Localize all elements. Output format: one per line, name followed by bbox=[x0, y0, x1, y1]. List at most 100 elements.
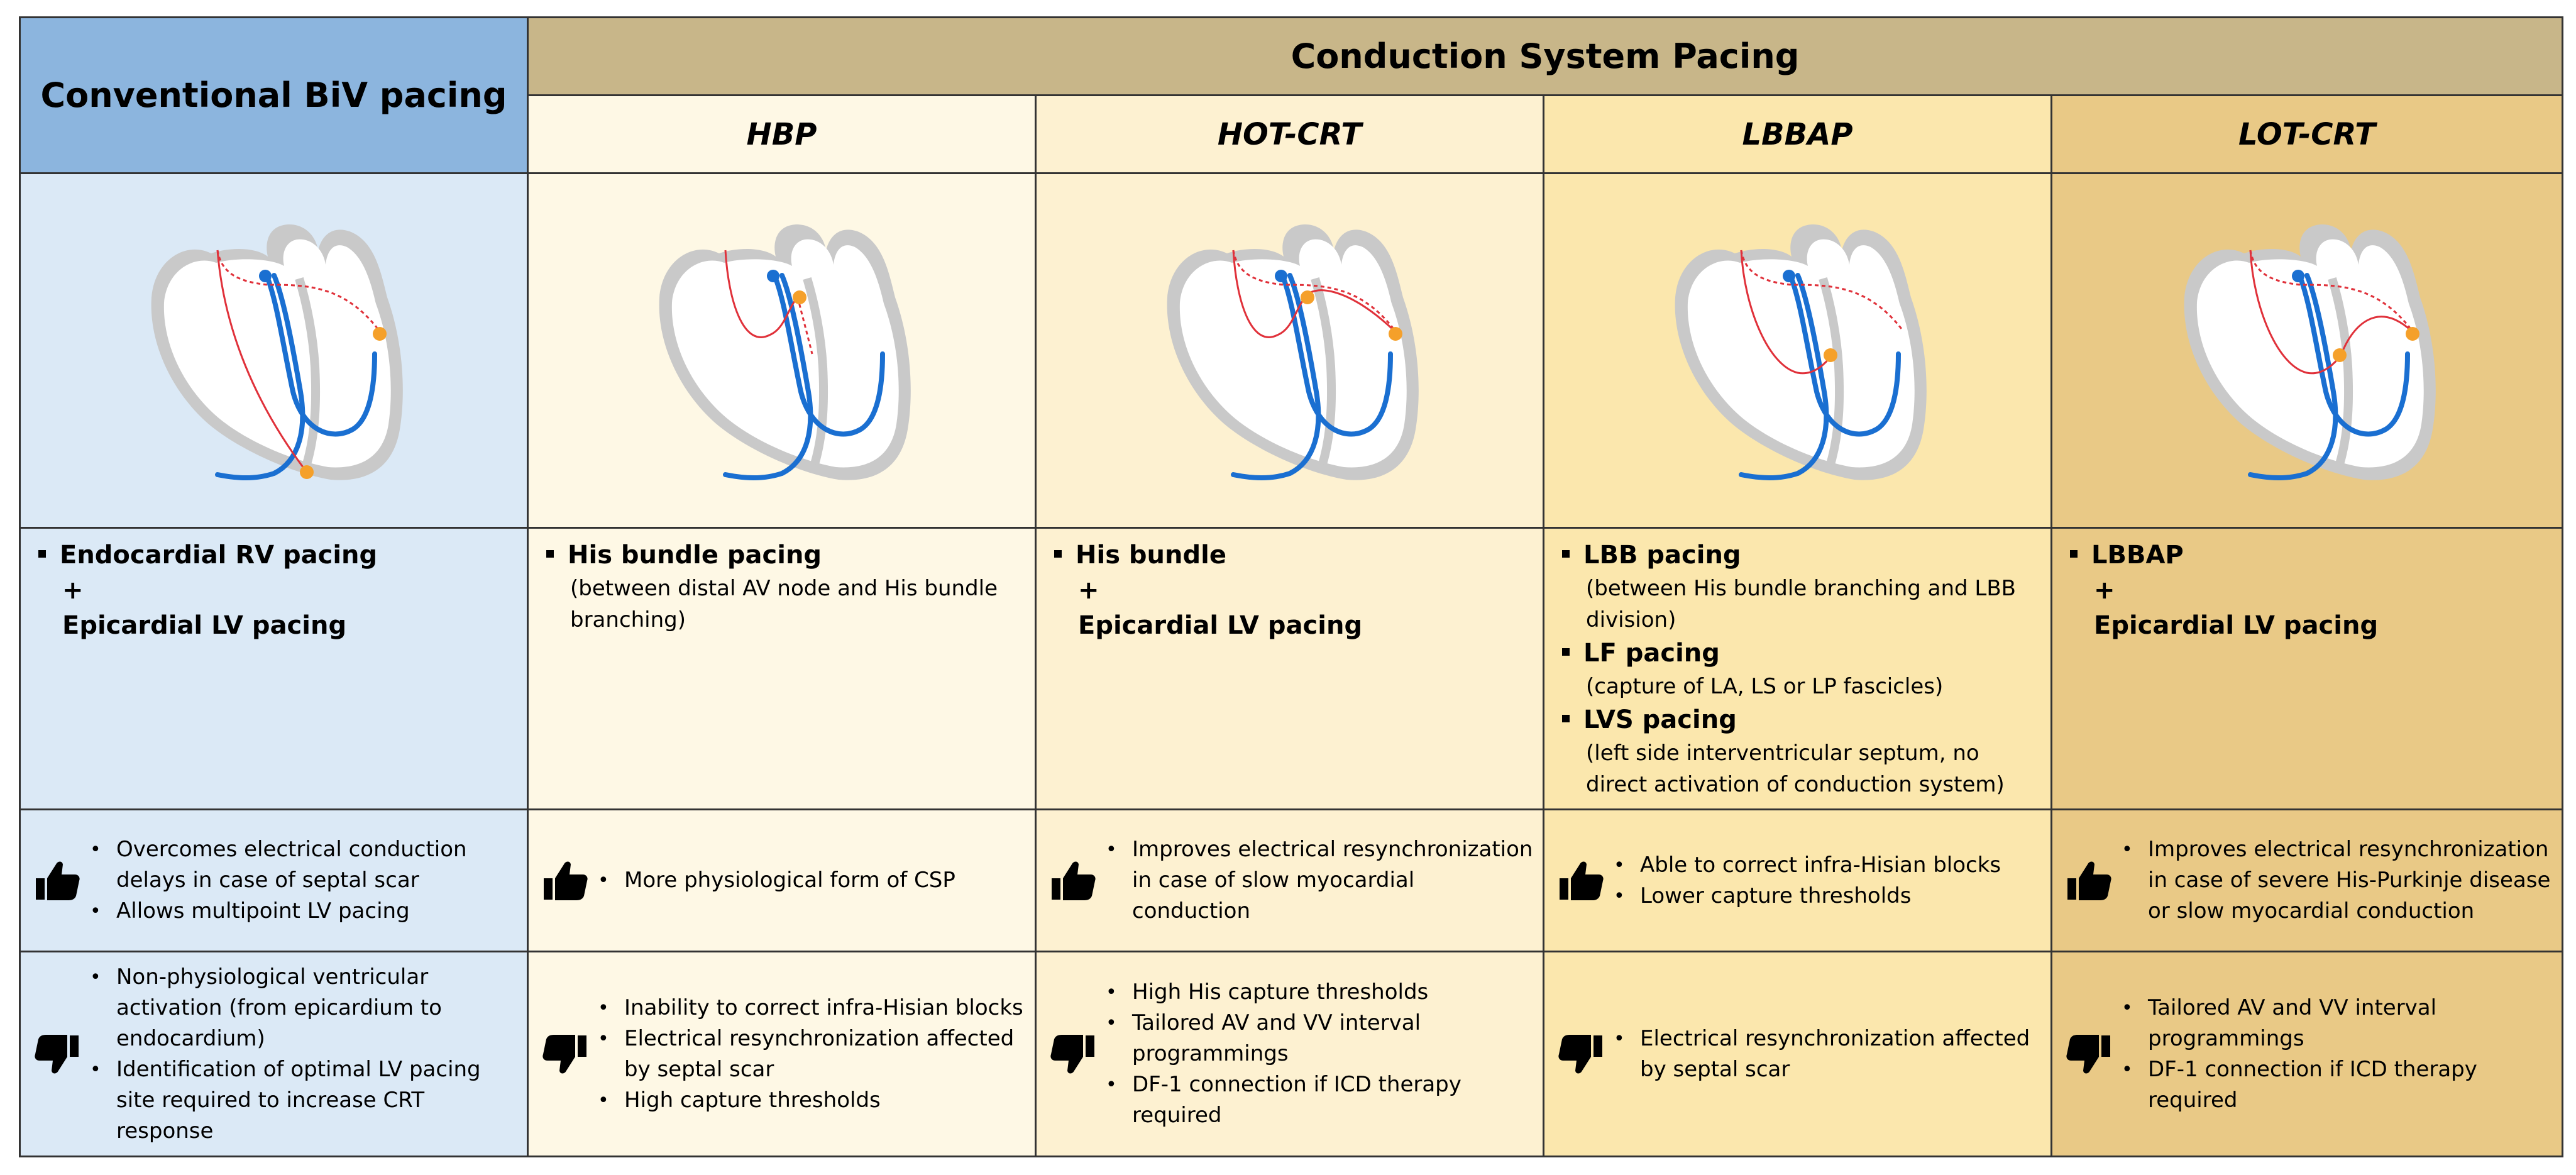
disadvantage-item: DF-1 connection if ICD therapy required bbox=[1106, 1069, 1535, 1131]
mode-title: LVS pacing bbox=[1583, 705, 1737, 734]
advantages-list: Overcomes electrical conduction delays i… bbox=[90, 834, 519, 927]
heart-diagram-cell bbox=[2050, 172, 2563, 529]
thumbs-up-icon bbox=[1560, 861, 1604, 900]
advantages-list: More physiological form of CSP bbox=[598, 865, 955, 896]
mode-continuation: Epicardial LV pacing bbox=[62, 611, 347, 640]
mode-item: His bundle pacing bbox=[544, 538, 1022, 573]
csp-header: Conduction System Pacing bbox=[527, 16, 2563, 96]
mode-continuation: + bbox=[62, 576, 84, 605]
thumbs-up-icon bbox=[36, 861, 80, 900]
advantage-item: Able to correct infra-Hisian blocks bbox=[1614, 850, 2001, 881]
disadvantages-list: Electrical resynchronization affected by… bbox=[1614, 1023, 2043, 1085]
disadvantage-item: Tailored AV and VV interval programmings bbox=[2122, 993, 2554, 1054]
advantages-cell: More physiological form of CSP bbox=[527, 808, 1037, 952]
disadvantages-cell: Tailored AV and VV interval programmings… bbox=[2050, 951, 2563, 1157]
advantage-item: More physiological form of CSP bbox=[598, 865, 955, 896]
comparison-table: Conventional BiV pacing Conduction Syste… bbox=[19, 16, 2563, 1157]
mode-title: LF pacing bbox=[1583, 639, 1720, 668]
mode-title: His bundle pacing bbox=[568, 541, 822, 570]
square-bullet-icon bbox=[38, 550, 46, 558]
square-bullet-icon bbox=[1562, 715, 1570, 722]
disadvantages-cell: Non-physiological ventricular activation… bbox=[19, 951, 529, 1157]
disadvantage-item: Identification of optimal LV pacing site… bbox=[90, 1054, 519, 1147]
mode-title: LBBAP bbox=[2091, 541, 2184, 570]
hot-crt-header: HOT-CRT bbox=[1035, 94, 1544, 174]
hbp-header: HBP bbox=[527, 94, 1037, 174]
advantage-item: Improves electrical resynchronization in… bbox=[1106, 834, 1535, 927]
mode-continuation: Epicardial LV pacing bbox=[2094, 611, 2379, 640]
disadvantage-item: High His capture thresholds bbox=[1106, 977, 1535, 1008]
disadvantage-item: Non-physiological ventricular activation… bbox=[90, 962, 519, 1054]
disadvantage-item: DF-1 connection if ICD therapy required bbox=[2122, 1054, 2554, 1116]
square-bullet-icon bbox=[1562, 648, 1570, 656]
advantage-item: Lower capture thresholds bbox=[1614, 881, 2001, 912]
mode-item: LF pacing bbox=[1560, 636, 2038, 671]
disadvantages-list: Inability to correct infra-Hisian blocks… bbox=[598, 993, 1027, 1116]
disadvantages-list: High His capture thresholdsTailored AV a… bbox=[1106, 977, 1535, 1131]
advantages-list: Able to correct infra-Hisian blocksLower… bbox=[1614, 850, 2001, 912]
disadvantages-cell: High His capture thresholdsTailored AV a… bbox=[1035, 951, 1544, 1157]
heart-icon bbox=[1167, 224, 1419, 480]
disadvantage-item: Inability to correct infra-Hisian blocks bbox=[598, 993, 1027, 1023]
pacing-mode-cell: Endocardial RV pacing + Epicardial LV paci… bbox=[19, 527, 529, 810]
pacing-mode-cell: His bundle pacing (between distal AV node… bbox=[527, 527, 1037, 810]
disadvantage-item: Electrical resynchronization affected by… bbox=[1614, 1023, 2043, 1085]
thumbs-up-icon bbox=[1052, 861, 1096, 900]
mode-title: His bundle bbox=[1076, 541, 1226, 570]
disadvantages-list: Tailored AV and VV interval programmings… bbox=[2122, 993, 2554, 1116]
mode-detail: (between distal AV node and His bundle b… bbox=[570, 576, 998, 632]
thumbs-down-icon bbox=[542, 1034, 586, 1073]
disadvantages-cell: Inability to correct infra-Hisian blocks… bbox=[527, 951, 1037, 1157]
thumbs-down-icon bbox=[35, 1034, 79, 1073]
thumbs-up-icon bbox=[2067, 861, 2111, 900]
mode-item: LBBAP bbox=[2067, 538, 2549, 573]
pacing-mode-cell: His bundle + Epicardial LV pacing bbox=[1035, 527, 1544, 810]
mode-continuation: Epicardial LV pacing bbox=[1078, 611, 1363, 640]
lot-crt-header: LOT-CRT bbox=[2050, 94, 2563, 174]
heart-icon bbox=[659, 224, 911, 480]
square-bullet-icon bbox=[1054, 550, 1062, 558]
advantages-cell: Able to correct infra-Hisian blocksLower… bbox=[1543, 808, 2052, 952]
heart-icon bbox=[1675, 224, 1927, 480]
mode-title: LBB pacing bbox=[1583, 541, 1741, 570]
advantages-list: Improves electrical resynchronization in… bbox=[2122, 834, 2554, 927]
heart-icon bbox=[2184, 224, 2436, 480]
mode-continuation: + bbox=[1078, 576, 1099, 605]
thumbs-down-icon bbox=[2066, 1034, 2110, 1073]
heart-diagram-cell bbox=[19, 172, 529, 529]
disadvantages-list: Non-physiological ventricular activation… bbox=[90, 962, 519, 1147]
pacing-mode-cell: LBBAP + Epicardial LV pacing bbox=[2050, 527, 2563, 810]
disadvantage-item: High capture thresholds bbox=[598, 1085, 1027, 1116]
advantages-cell: Improves electrical resynchronization in… bbox=[2050, 808, 2563, 952]
conventional-biv-header: Conventional BiV pacing bbox=[19, 16, 529, 174]
mode-title: Endocardial RV pacing bbox=[60, 541, 378, 570]
square-bullet-icon bbox=[546, 550, 554, 558]
disadvantage-item: Electrical resynchronization affected by… bbox=[598, 1023, 1027, 1085]
disadvantages-cell: Electrical resynchronization affected by… bbox=[1543, 951, 2052, 1157]
mode-detail: (between His bundle branching and LBB di… bbox=[1586, 576, 2017, 632]
mode-item: LBB pacing bbox=[1560, 538, 2038, 573]
square-bullet-icon bbox=[1562, 550, 1570, 558]
thumbs-up-icon bbox=[544, 861, 588, 900]
heart-diagram-cell bbox=[1543, 172, 2052, 529]
thumbs-down-icon bbox=[1050, 1034, 1094, 1073]
pacing-mode-cell: LBB pacing (between His bundle branching … bbox=[1543, 527, 2052, 810]
mode-item: Endocardial RV pacing bbox=[36, 538, 514, 573]
mode-item: LVS pacing bbox=[1560, 702, 2038, 737]
disadvantage-item: Tailored AV and VV interval programmings bbox=[1106, 1008, 1535, 1069]
mode-item: His bundle bbox=[1052, 538, 1530, 573]
advantage-item: Improves electrical resynchronization in… bbox=[2122, 834, 2554, 927]
advantage-item: Allows multipoint LV pacing bbox=[90, 896, 519, 927]
heart-diagram-cell bbox=[527, 172, 1037, 529]
lbbap-header: LBBAP bbox=[1543, 94, 2052, 174]
mode-detail: (capture of LA, LS or LP fascicles) bbox=[1586, 674, 1944, 699]
advantages-cell: Overcomes electrical conduction delays i… bbox=[19, 808, 529, 952]
advantages-list: Improves electrical resynchronization in… bbox=[1106, 834, 1535, 927]
thumbs-down-icon bbox=[1558, 1034, 1602, 1073]
advantage-item: Overcomes electrical conduction delays i… bbox=[90, 834, 519, 896]
mode-detail: (left side interventricular septum, no d… bbox=[1586, 741, 2005, 797]
heart-diagram-cell bbox=[1035, 172, 1544, 529]
mode-continuation: + bbox=[2094, 576, 2115, 605]
square-bullet-icon bbox=[2070, 550, 2078, 558]
advantages-cell: Improves electrical resynchronization in… bbox=[1035, 808, 1544, 952]
